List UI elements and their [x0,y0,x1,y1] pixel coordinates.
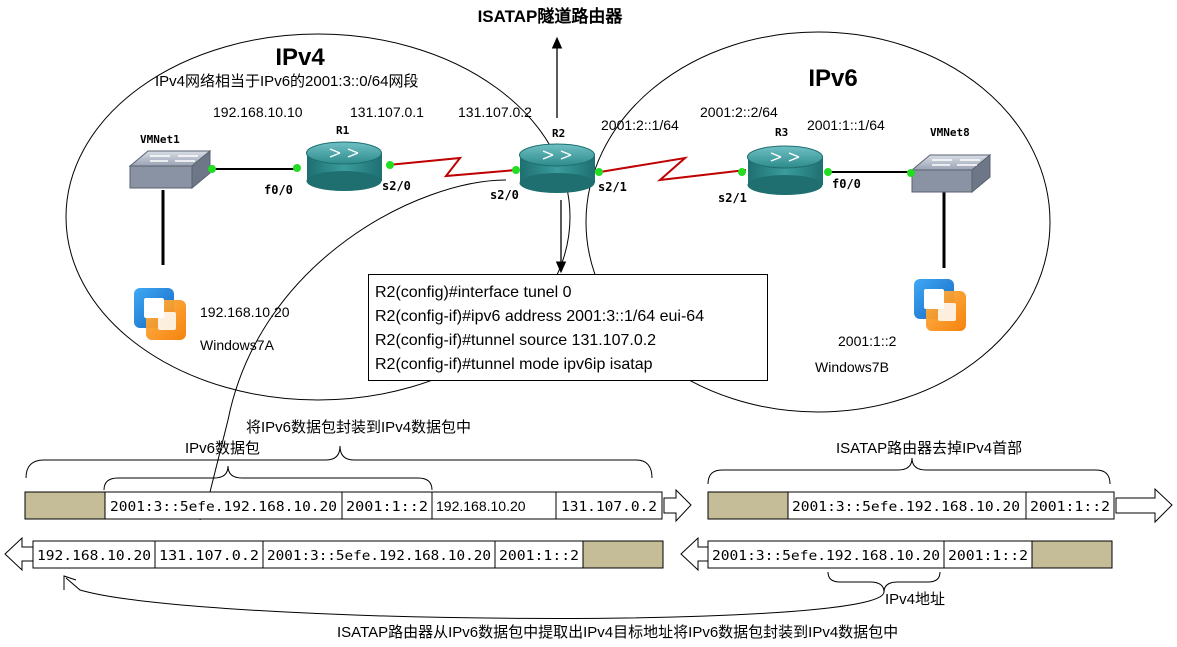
r2-label: R2 [552,127,565,140]
win7a-ip: 192.168.10.20 [200,304,290,320]
strip-brace [707,457,1111,485]
encap-brace [25,445,653,479]
ipv6-packet-brace [103,465,433,491]
pkt1-field-3: 192.168.10.20 [436,498,526,514]
if-r3-f00: f0/0 [832,177,861,191]
pkt2-arrow [1115,487,1173,524]
pkt2-field-2: 2001:1::2 [1030,500,1110,515]
pkt2-field-1: 2001:3::5efe.192.168.10.20 [792,500,1020,515]
bottom-caption: ISATAP路由器从IPv6数据包中提取出IPv4目标地址将IPv6数据包封装到… [337,624,898,641]
win7b-name: Windows7B [815,359,889,375]
router-r1-icon [306,141,382,191]
return-curve [65,577,885,619]
ipv6-packet-label: IPv6数据包 [185,440,260,457]
addr-r3-f00: 2001:1::1/64 [807,117,885,133]
ipv4-cloud [65,33,571,401]
pkt3-arrow [4,536,34,572]
addr-r3-s21: 2001:2::2/64 [700,104,778,120]
vmware-host-a-icon [134,288,186,340]
vmware-host-b-icon [914,279,966,331]
diagram-title: ISATAP隧道路由器 [478,6,624,26]
ipv4-note: IPv4网络相当于IPv6的2001:3::0/64网段 [155,73,418,90]
pkt3-field-4: 2001:1::2 [499,549,579,564]
ipv6-cloud [585,31,1051,413]
pkt1-field-4: 131.107.0.2 [561,500,657,515]
config-line-1: R2(config)#interface tunel 0 [375,284,572,301]
addr-r1-s20: 131.107.0.1 [350,104,424,120]
port-dots [208,161,915,177]
link-r1-r2 [387,156,517,178]
if-r1-f00: f0/0 [264,183,293,197]
pkt3-field-3: 2001:3::5efe.192.168.10.20 [267,549,491,564]
pkt1-field-1: 2001:3::5efe.192.168.10.20 [110,500,337,515]
packet-1: 2001:3::5efe.192.168.10.20 2001:1::2 192… [24,491,663,520]
r3-label: R3 [775,126,788,139]
packet-4: 2001:3::5efe.192.168.10.20 2001:1::2 [707,540,1113,569]
config-line-4: R2(config-if)#tunnel mode ipv6ip isatap [375,356,653,373]
vmnet1-label: VMNet1 [140,133,180,146]
pkt4-field-1: 2001:3::5efe.192.168.10.20 [712,549,940,564]
addr-r2-s21: 2001:2::1/64 [601,117,679,133]
pkt3-field-1: 192.168.10.20 [37,549,151,564]
pkt4-arrow [680,536,709,572]
packet-2: 2001:3::5efe.192.168.10.20 2001:1::2 [707,491,1115,520]
switch-vmnet8-icon [910,153,992,194]
router-r3-icon [747,145,823,195]
config-line-2: R2(config-if)#ipv6 address 2001:3::1/64 … [375,308,705,325]
if-r2-s21: s2/1 [598,180,627,194]
config-box: R2(config)#interface tunel 0 R2(config-i… [368,274,768,381]
link-r2-r3 [599,156,747,182]
win7a-name: Windows7A [200,337,275,353]
router-r2-icon [519,143,595,193]
addr-vmnet1: 192.168.10.10 [213,104,303,120]
ipv6-label: IPv6 [808,65,857,92]
if-r2-s20: s2/0 [490,188,519,202]
ipv4-label: IPv4 [275,44,325,71]
if-r1-s20: s2/0 [382,179,411,193]
pkt4-field-2: 2001:1::2 [948,549,1028,564]
r1-label: R1 [336,124,350,137]
addr-r2-s20: 131.107.0.2 [458,104,532,120]
packet-3: 192.168.10.20 131.107.0.2 2001:3::5efe.1… [32,540,664,569]
pkt1-arrow [663,488,692,523]
vmnet8-label: VMNet8 [930,126,970,139]
switch-vmnet1-icon [128,149,212,190]
encap-label: 将IPv6数据包封装到IPv4数据包中 [246,419,471,436]
return-curve-arrowhead [63,575,77,590]
ipv4-addr-label: IPv4地址 [885,591,945,608]
pkt3-field-2: 131.107.0.2 [159,549,259,564]
if-r3-s21: s2/1 [718,191,747,205]
win7b-ip: 2001:1::2 [838,333,897,349]
config-line-3: R2(config-if)#tunnel source 131.107.0.2 [375,332,657,349]
pkt1-field-2: 2001:1::2 [346,500,428,515]
ipv4-addr-brace [827,571,941,593]
flow-curve-down [204,179,507,513]
strip-label: ISATAP路由器去掉IPv4首部 [836,440,1022,457]
